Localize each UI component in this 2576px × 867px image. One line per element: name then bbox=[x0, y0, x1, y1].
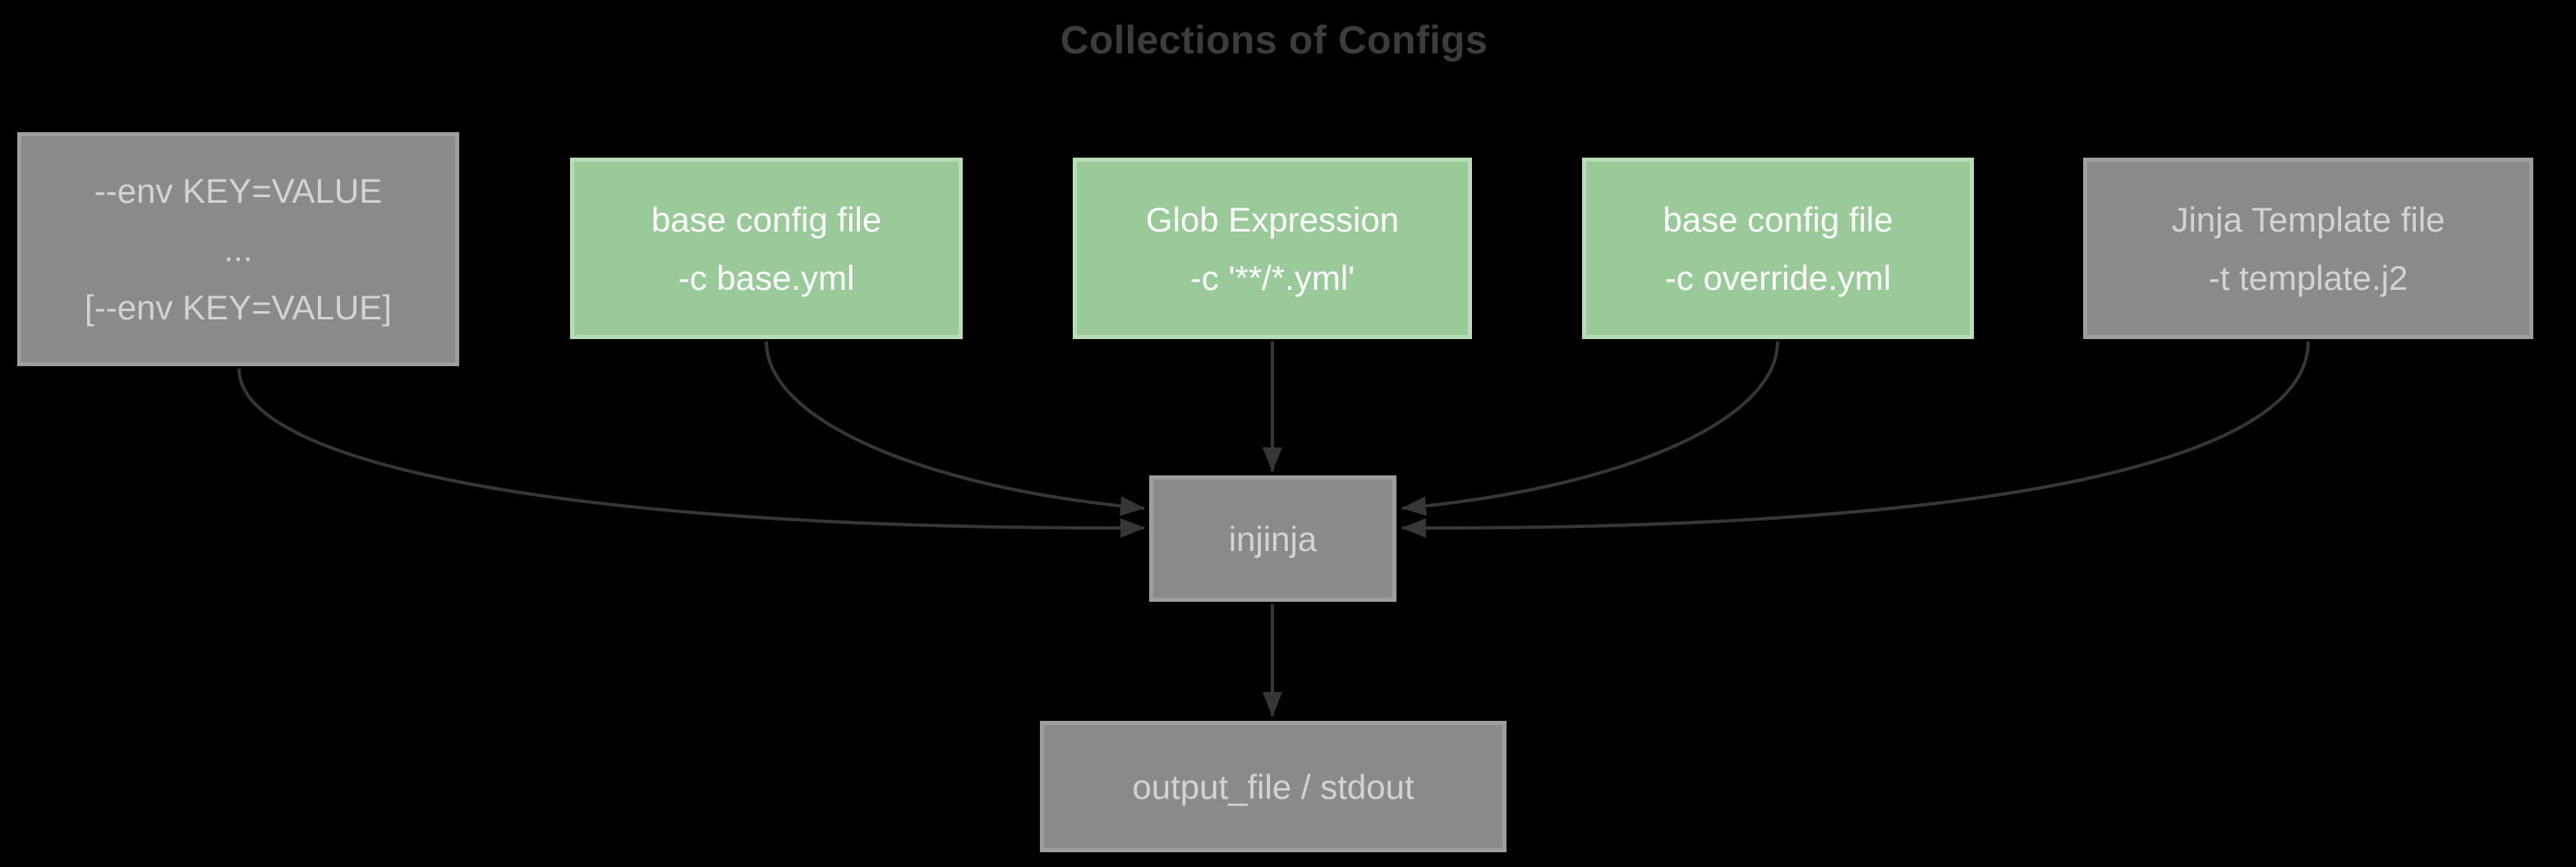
node-injinja-label: injinja bbox=[1228, 519, 1318, 558]
diagram-title: Collections of Configs bbox=[1060, 19, 1488, 62]
node-base-config: base config file -c base.yml bbox=[570, 158, 963, 339]
node-env-line-2: ... bbox=[223, 230, 253, 268]
node-env-line-3: [--env KEY=VALUE] bbox=[85, 288, 392, 327]
node-output-label: output_file / stdout bbox=[1132, 767, 1414, 806]
node-env-args: --env KEY=VALUE ... [--env KEY=VALUE] bbox=[17, 132, 459, 366]
node-override-line-1: base config file bbox=[1663, 200, 1893, 239]
node-template-line-1: Jinja Template file bbox=[2171, 200, 2445, 239]
node-glob-line-1: Glob Expression bbox=[1145, 200, 1400, 239]
node-jinja-template: Jinja Template file -t template.j2 bbox=[2083, 158, 2533, 339]
edge-env-to-injinja bbox=[237, 368, 1145, 539]
node-output: output_file / stdout bbox=[1040, 721, 1506, 852]
edge-override-config-to-injinja bbox=[1401, 341, 1779, 516]
node-template-line-2: -t template.j2 bbox=[2208, 258, 2408, 297]
node-injinja: injinja bbox=[1149, 475, 1396, 602]
node-override-line-2: -c override.yml bbox=[1664, 258, 1892, 297]
node-glob-expression: Glob Expression -c '**/*.yml' bbox=[1073, 158, 1472, 339]
edge-jinja-template-to-injinja bbox=[1401, 341, 2310, 539]
node-glob-line-2: -c '**/*.yml' bbox=[1189, 258, 1355, 297]
node-env-line-1: --env KEY=VALUE bbox=[94, 172, 383, 210]
node-override-config: base config file -c override.yml bbox=[1582, 158, 1974, 339]
node-base-config-line-1: base config file bbox=[651, 200, 882, 239]
edge-base-config-to-injinja bbox=[765, 341, 1145, 516]
node-base-config-line-2: -c base.yml bbox=[678, 258, 855, 297]
